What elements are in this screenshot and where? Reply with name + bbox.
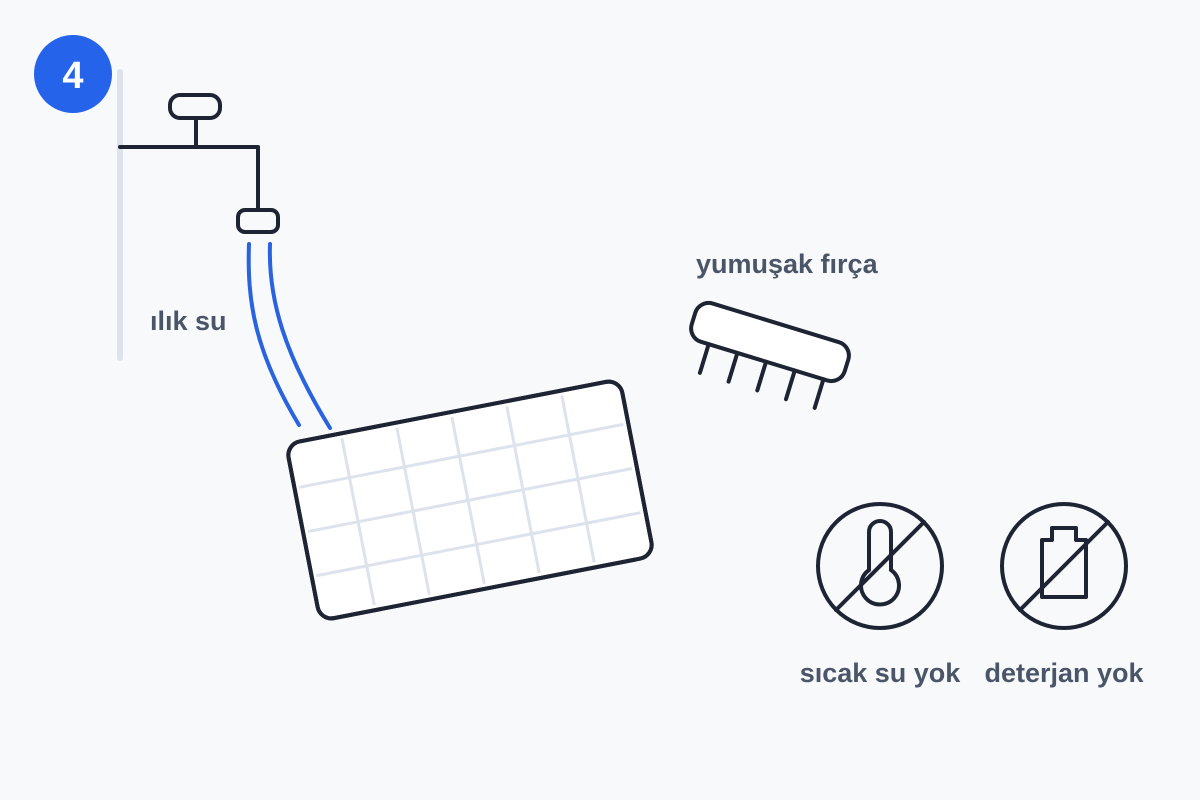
no-detergent-icon xyxy=(1000,502,1128,630)
no-hot-water-label: sıcak su yok xyxy=(800,658,962,688)
filter-grid xyxy=(299,395,641,606)
step-badge: 4 xyxy=(34,35,112,113)
warm-water-label: ılık su xyxy=(150,306,227,336)
detergent-bottle-icon xyxy=(1040,526,1088,599)
step-badge-circle xyxy=(34,35,112,113)
faucet-icon xyxy=(118,93,280,234)
thermometer-icon xyxy=(859,519,901,607)
soft-brush-label: yumuşak fırça xyxy=(696,249,879,279)
filter-mesh-icon xyxy=(286,379,654,621)
brush-head xyxy=(689,300,851,384)
no-detergent-label: deterjan yok xyxy=(984,658,1144,688)
step-number: 4 xyxy=(62,55,83,97)
no-hot-water-icon xyxy=(816,502,944,630)
soft-brush-icon xyxy=(689,300,851,410)
water-stream-icon xyxy=(246,242,332,430)
brush-bristles xyxy=(697,342,826,410)
